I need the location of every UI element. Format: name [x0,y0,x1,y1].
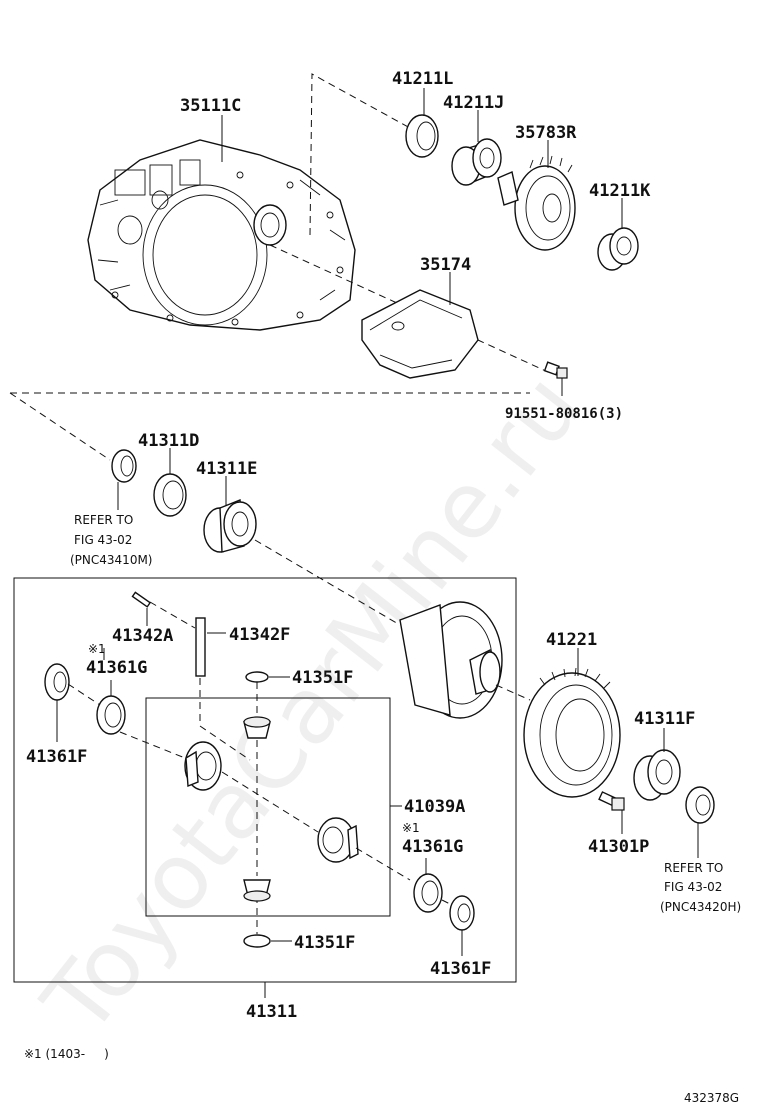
bolt-91551[interactable] [543,361,568,379]
label-41311D: 41311D [138,431,199,451]
ref-right-line1: REFER TO [664,861,723,875]
label-41361F-left: 41361F [26,747,87,767]
bearing-41311F[interactable] [633,749,681,801]
side-gear-left[interactable] [184,741,222,791]
bearing-41211K[interactable] [597,227,639,271]
label-35111C: 35111C [180,96,241,116]
ref-right-line3: (PNC43420H) [660,900,741,914]
thrust-washer-41361F-right[interactable] [449,895,475,931]
ring-gear-41221[interactable] [523,667,621,798]
label-41351F-top: 41351F [292,668,353,688]
label-41351F-bottom: 41351F [294,933,355,953]
plate-35174[interactable] [361,289,479,379]
ref-left-line3: (PNC43410M) [70,553,152,567]
ref-left-line1: REFER TO [74,513,133,527]
thrust-washer-41361G-right[interactable] [413,873,443,913]
drive-gear-35783R[interactable] [497,155,576,251]
label-41221: 41221 [546,630,597,650]
label-35174: 35174 [420,255,471,275]
label-41039A: 41039A [404,797,465,817]
note-mark-right: ※1 [402,821,420,835]
label-41361G-left: 41361G [86,658,147,678]
pinion-gear-top[interactable] [243,716,271,739]
washer-41351F-bottom[interactable] [243,934,271,948]
ref-left-line2: FIG 43-02 [74,533,132,547]
label-41211J: 41211J [443,93,504,113]
transaxle-housing[interactable] [87,139,356,331]
label-91551: 91551-80816(3) [505,406,623,422]
oil-seal-left[interactable] [111,449,137,483]
label-41311F: 41311F [634,709,695,729]
side-gear-right[interactable] [317,817,359,863]
oil-seal-41211L[interactable] [405,114,439,158]
label-41211L: 41211L [392,69,453,89]
footnote: ※1 (1403- ) [24,1047,109,1061]
differential-case[interactable] [399,601,503,719]
oil-seal-right[interactable] [685,786,715,824]
label-41361F-right: 41361F [430,959,491,979]
label-41361G-right: 41361G [402,837,463,857]
shim-41311D[interactable] [153,473,187,517]
figure-id: 432378G [684,1091,739,1105]
label-41342F: 41342F [229,625,290,645]
ref-right-line2: FIG 43-02 [664,880,722,894]
pin-41342A[interactable] [131,591,152,608]
bolt-41301P[interactable] [598,791,625,811]
washer-41351F-top[interactable] [245,671,269,683]
label-41311: 41311 [246,1002,297,1022]
label-41301P: 41301P [588,837,649,857]
pinion-gear-bottom[interactable] [243,879,271,902]
bearing-41211J[interactable] [451,138,502,186]
note-mark-left: ※1 [88,642,106,656]
bearing-41311E[interactable] [203,498,257,553]
label-35783R: 35783R [515,123,577,143]
shaft-41342F[interactable] [195,617,206,677]
thrust-washer-41361G-left[interactable] [96,695,126,735]
thrust-washer-41361F-left[interactable] [44,663,70,701]
label-41211K: 41211K [589,181,651,201]
kit-41039A-frame [145,697,391,917]
label-41311E: 41311E [196,459,257,479]
label-41342A: 41342A [112,626,173,646]
